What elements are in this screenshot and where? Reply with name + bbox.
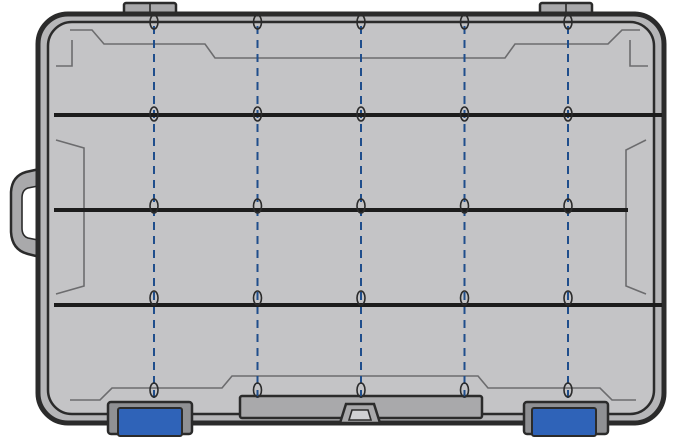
slot-notch-r3-c1 [149, 198, 159, 214]
slot-notch-r2-c3 [356, 106, 366, 122]
slot-notch-r5-c1 [149, 382, 159, 398]
slot-notch-r2-c5 [563, 106, 573, 122]
slot-notch-r5-c3 [356, 382, 366, 398]
slot-notches [149, 14, 573, 398]
latch-right [522, 400, 610, 437]
slot-notch-r1-c1 [149, 14, 159, 30]
front-clasp [238, 394, 484, 425]
slot-notch-r1-c4 [459, 14, 470, 30]
slot-notch-r3-c3 [356, 198, 366, 214]
slot-notch-r2-c1 [149, 106, 159, 122]
slot-notch-r5-c4 [459, 382, 470, 398]
slot-notch-r1-c3 [356, 14, 366, 30]
slot-notch-r4-c4 [459, 290, 470, 306]
slot-notch-r5-c5 [563, 382, 573, 398]
slot-notch-r3-c2 [252, 198, 263, 214]
inner-rim [46, 20, 656, 416]
slot-notch-r4-c3 [356, 290, 366, 306]
slot-notch-r4-c2 [252, 290, 263, 306]
slot-notch-r3-c4 [459, 198, 470, 214]
slot-notch-r3-c5 [563, 198, 573, 214]
slot-notch-r1-c5 [563, 14, 573, 30]
latch-left [106, 400, 194, 437]
slot-notch-r1-c2 [252, 14, 263, 30]
slot-notch-r4-c5 [563, 290, 573, 306]
slot-notch-r4-c1 [149, 290, 159, 306]
slot-notch-r2-c4 [459, 106, 470, 122]
slot-notch-r2-c2 [252, 106, 263, 122]
slot-notch-r5-c2 [252, 382, 263, 398]
